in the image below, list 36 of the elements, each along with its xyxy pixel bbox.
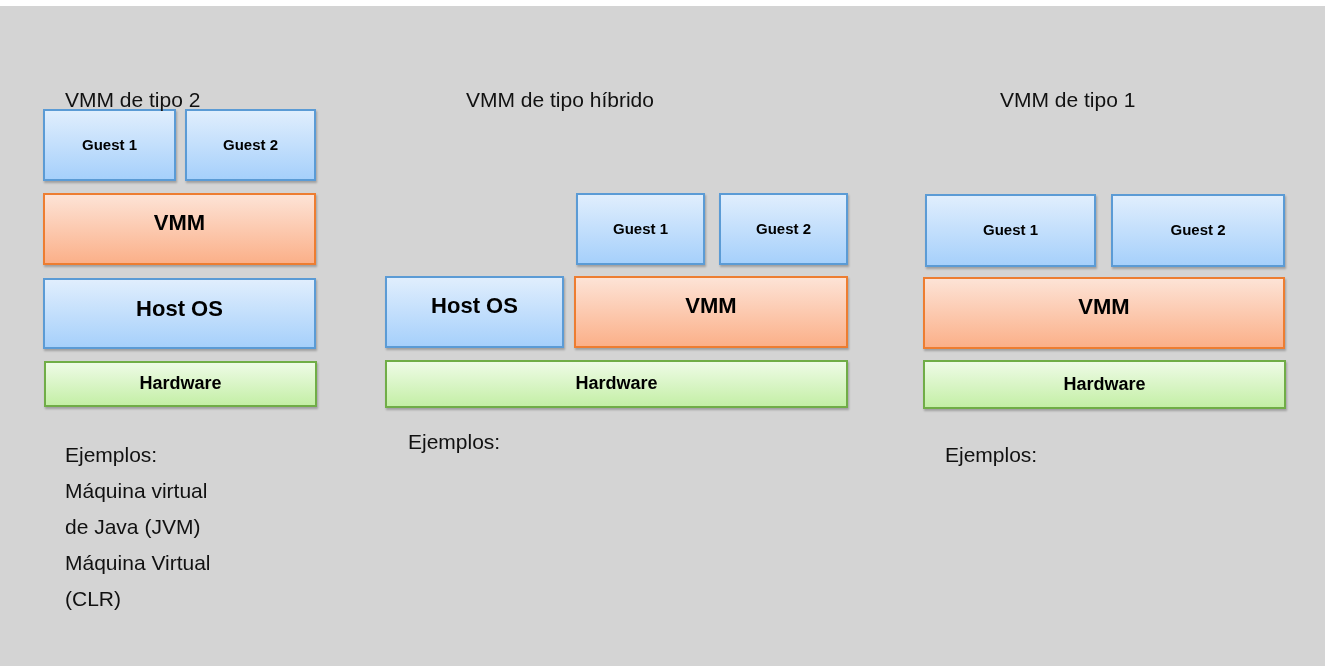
guest-label: Guest 2 xyxy=(756,220,811,238)
host-os-box xyxy=(385,276,564,348)
guest-box xyxy=(719,193,848,265)
host-os-label: Host OS xyxy=(136,297,223,322)
column-title: VMM de tipo híbrido xyxy=(466,88,654,112)
hardware-label: Hardware xyxy=(1063,374,1146,395)
vmm-box xyxy=(574,276,848,348)
guest-label: Guest 1 xyxy=(613,220,668,238)
hardware-box xyxy=(44,361,317,407)
host-os-label: Host OS xyxy=(431,293,518,319)
vmm-box xyxy=(923,277,1285,349)
vmm-label: VMM xyxy=(1078,294,1130,320)
column-title: VMM de tipo 1 xyxy=(1000,88,1136,112)
guest-label: Guest 2 xyxy=(223,136,278,154)
guest-box xyxy=(925,194,1096,267)
hardware-label: Hardware xyxy=(139,374,222,394)
guest-box xyxy=(43,109,176,181)
hardware-label: Hardware xyxy=(575,374,658,394)
example-item: Máquina Virtual (CLR) xyxy=(65,550,212,612)
guest-box xyxy=(576,193,705,265)
hardware-box xyxy=(923,360,1286,409)
examples-heading: Ejemplos: xyxy=(65,442,158,468)
host-os-box xyxy=(43,278,316,349)
vmm-label: VMM xyxy=(153,210,206,236)
guest-box xyxy=(1111,194,1285,267)
guest-label: Guest 1 xyxy=(983,222,1038,239)
hardware-box xyxy=(385,360,848,408)
guest-box xyxy=(185,109,316,181)
vmm-box xyxy=(43,193,316,265)
vmm-label: VMM xyxy=(685,293,737,319)
example-item: Máquina virtual de Java (JVM) xyxy=(65,478,209,540)
examples-heading: Ejemplos: xyxy=(945,442,1038,468)
column-title: VMM de tipo 2 xyxy=(65,88,201,112)
guest-label: Guest 2 xyxy=(1170,222,1226,239)
guest-label: Guest 1 xyxy=(82,136,137,154)
examples-heading: Ejemplos: xyxy=(408,429,501,455)
